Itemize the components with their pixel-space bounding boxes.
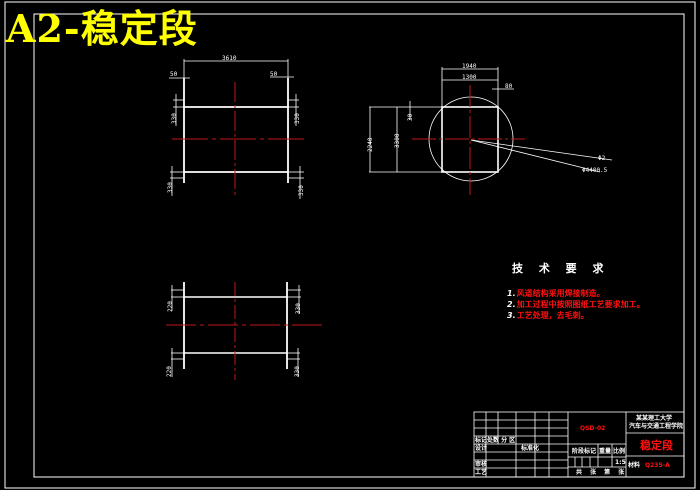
svg-text:2240: 2240: [367, 137, 374, 152]
requirements-list: 1.风道结构采用焊接制造。 2.加工过程中按照图纸工艺要求加工。 3.工艺处理，…: [507, 288, 645, 321]
school-line-2: 汽车与交通工程学院: [629, 423, 684, 430]
label-design: 设计: [475, 445, 488, 452]
top-left-centerlines: [172, 82, 308, 198]
sheets-label: 共 张 第 张: [576, 469, 628, 476]
scale-header: 比例: [613, 448, 626, 455]
scale-value: 1:5: [615, 459, 626, 466]
requirements-title: 技 术 要 求: [512, 262, 610, 275]
part-name: 稳定段: [640, 439, 673, 452]
svg-text:330: 330: [294, 113, 301, 124]
svg-text:330: 330: [295, 303, 302, 314]
leader-label-2: Φ4400.5: [582, 167, 608, 174]
stage-header: 阶段标记: [572, 448, 597, 455]
leader-label-1: Φ2: [598, 155, 606, 162]
svg-text:30: 30: [407, 113, 414, 121]
svg-text:330: 330: [294, 366, 301, 377]
top-left-view: [169, 59, 304, 199]
outer-frame: [4, 1, 696, 489]
section-centerlines: [412, 85, 525, 195]
requirement-item: 3.工艺处理，去毛刺。: [507, 311, 589, 320]
requirement-item: 1.风道结构采用焊接制造。: [507, 289, 605, 298]
section-view: [369, 67, 613, 182]
school-line-1: 某某理工大学: [636, 415, 673, 422]
svg-text:3300: 3300: [394, 133, 401, 148]
title-block-grid: [473, 411, 685, 478]
label-process: 工艺: [475, 469, 488, 476]
svg-text:330: 330: [171, 113, 178, 124]
dim-right-flange: 50: [270, 71, 278, 78]
requirement-item: 2.加工过程中按照图纸工艺要求加工。: [507, 300, 645, 309]
material-label: 材料: [628, 462, 641, 469]
svg-text:330: 330: [167, 182, 174, 193]
label-std: 标准化: [521, 445, 540, 452]
bottom-left-view: [171, 282, 301, 377]
svg-text:330: 330: [298, 185, 305, 196]
dim-overall-width: 3610: [222, 55, 237, 62]
bottom-left-centerlines: [166, 282, 325, 380]
drawing-title: A2-稳定段: [6, 6, 198, 51]
label-review: 审核: [475, 461, 488, 468]
svg-text:220: 220: [166, 366, 173, 377]
label-mark: 标记处数 分 区: [475, 437, 516, 444]
svg-text:220: 220: [167, 301, 174, 312]
dim-outer-width: 1940: [462, 63, 477, 70]
part-code: QSD-02: [580, 425, 606, 432]
material-value: Q235-A: [645, 462, 670, 469]
weight-header: 重量: [599, 448, 612, 455]
inner-frame: [33, 13, 685, 478]
dim-left-flange: 50: [170, 71, 178, 78]
dim-inner-width: 1300: [462, 74, 477, 81]
dim-flange: 80: [505, 83, 513, 90]
